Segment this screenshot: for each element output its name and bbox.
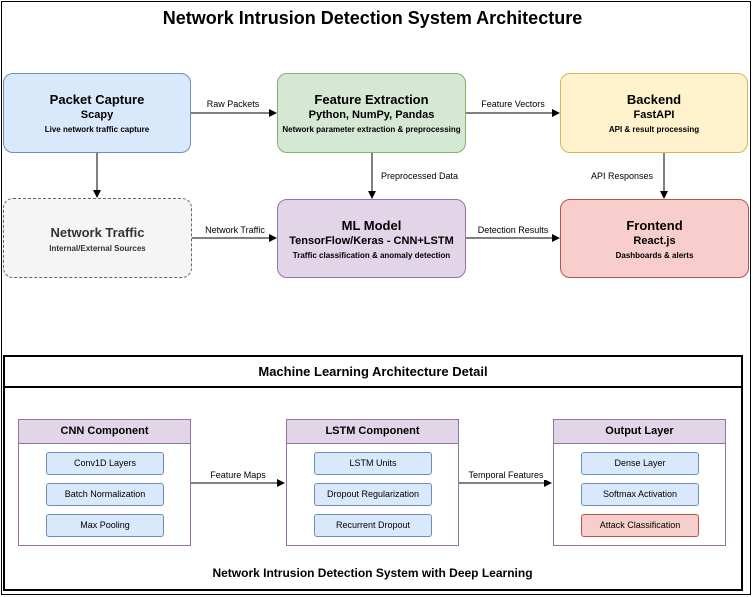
group-title: LSTM Component: [287, 420, 458, 444]
node-tech: Scapy: [80, 109, 114, 121]
node-desc: API & result processing: [608, 125, 700, 134]
edge-label-detection-results: Detection Results: [475, 225, 551, 235]
edge-label-feature-maps: Feature Maps: [208, 470, 268, 480]
cnn-item: Conv1D Layers: [46, 452, 164, 475]
output-item-attack: Attack Classification: [581, 514, 699, 537]
output-item: Dense Layer: [581, 452, 699, 475]
group-title: Output Layer: [554, 420, 725, 444]
edge-label-preprocessed-data: Preprocessed Data: [379, 171, 461, 181]
node-tech: FastAPI: [633, 109, 675, 121]
ml-detail-header: Machine Learning Architecture Detail: [3, 355, 743, 388]
node-title: ML Model: [341, 218, 402, 233]
lstm-item: Recurrent Dropout: [314, 514, 432, 537]
node-desc: Traffic classification & anomaly detecti…: [292, 251, 451, 260]
edge-label-api-responses: API Responses: [588, 171, 656, 181]
node-title: Feature Extraction: [314, 92, 429, 107]
edge-label-raw-packets: Raw Packets: [204, 99, 262, 109]
output-layer: Output Layer Dense Layer Softmax Activat…: [553, 419, 726, 546]
cnn-item: Batch Normalization: [46, 483, 164, 506]
diagram-title: Network Intrusion Detection System Archi…: [162, 8, 583, 28]
node-packet-capture: Packet Capture Scapy Live network traffi…: [3, 73, 191, 153]
ml-detail-footer: Network Intrusion Detection System with …: [212, 566, 533, 580]
lstm-item: LSTM Units: [314, 452, 432, 475]
node-desc: Internal/External Sources: [49, 244, 146, 253]
cnn-item: Max Pooling: [46, 514, 164, 537]
group-title: CNN Component: [19, 420, 190, 444]
node-tech: React.js: [633, 235, 676, 247]
cnn-component: CNN Component Conv1D Layers Batch Normal…: [18, 419, 191, 546]
node-desc: Dashboards & alerts: [615, 251, 694, 260]
lstm-component: LSTM Component LSTM Units Dropout Regula…: [286, 419, 459, 546]
node-title: Backend: [626, 92, 682, 107]
node-tech: TensorFlow/Keras - CNN+LSTM: [289, 235, 454, 247]
node-title: Frontend: [626, 218, 683, 233]
edge-label-feature-vectors: Feature Vectors: [479, 99, 547, 109]
node-tech: Python, NumPy, Pandas: [308, 109, 435, 121]
lstm-item: Dropout Regularization: [314, 483, 432, 506]
node-title: Packet Capture: [49, 92, 145, 107]
node-backend: Backend FastAPI API & result processing: [560, 73, 748, 153]
node-feature-extraction: Feature Extraction Python, NumPy, Pandas…: [277, 73, 466, 153]
node-title: Network Traffic: [50, 225, 145, 240]
edge-label-network-traffic: Network Traffic: [203, 225, 267, 235]
output-item: Softmax Activation: [581, 483, 699, 506]
node-network-traffic: Network Traffic Internal/External Source…: [3, 198, 192, 278]
node-desc: Network parameter extraction & preproces…: [282, 125, 461, 134]
node-ml-model: ML Model TensorFlow/Keras - CNN+LSTM Tra…: [277, 199, 466, 278]
node-desc: Live network traffic capture: [44, 125, 150, 134]
node-frontend: Frontend React.js Dashboards & alerts: [560, 199, 749, 278]
edge-label-temporal-features: Temporal Features: [466, 470, 546, 480]
